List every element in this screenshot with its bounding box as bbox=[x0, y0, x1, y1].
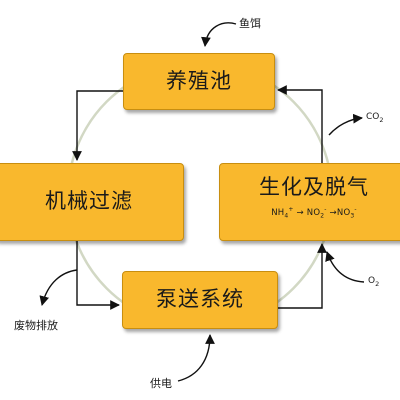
arrow-pump-to-bio bbox=[278, 243, 327, 309]
o2-label: O2 bbox=[368, 276, 380, 288]
box-biochemical-degassing: 生化及脱气 NH4+ → NO2- →NO3- bbox=[219, 163, 400, 241]
box-aquaculture-pond: 养殖池 bbox=[123, 53, 275, 110]
nitrification-formula: NH4+ → NO2- →NO3- bbox=[271, 206, 357, 220]
pond-title: 养殖池 bbox=[166, 68, 232, 93]
arrow-co2-out bbox=[328, 113, 363, 136]
arrow-pond-to-filter bbox=[72, 90, 123, 161]
arrow-bio-to-pond bbox=[277, 85, 323, 163]
waste-label: 废物排放 bbox=[14, 319, 58, 332]
power-label: 供电 bbox=[150, 377, 172, 390]
pump-title: 泵送系统 bbox=[156, 287, 244, 312]
arrow-waste-out bbox=[39, 269, 78, 306]
box-pumping-system: 泵送系统 bbox=[122, 271, 278, 329]
filter-title: 机械过滤 bbox=[45, 189, 133, 214]
arrow-feed-in bbox=[201, 22, 237, 47]
arrow-o2-in bbox=[325, 251, 365, 283]
arrow-power-in bbox=[177, 334, 215, 382]
bio-title: 生化及脱气 bbox=[259, 175, 369, 199]
feed-label: 鱼饵 bbox=[239, 17, 261, 30]
arrow-filter-to-pump bbox=[76, 241, 120, 310]
box-mechanical-filtration: 机械过滤 bbox=[0, 163, 184, 241]
co2-label: CO2 bbox=[366, 112, 384, 124]
